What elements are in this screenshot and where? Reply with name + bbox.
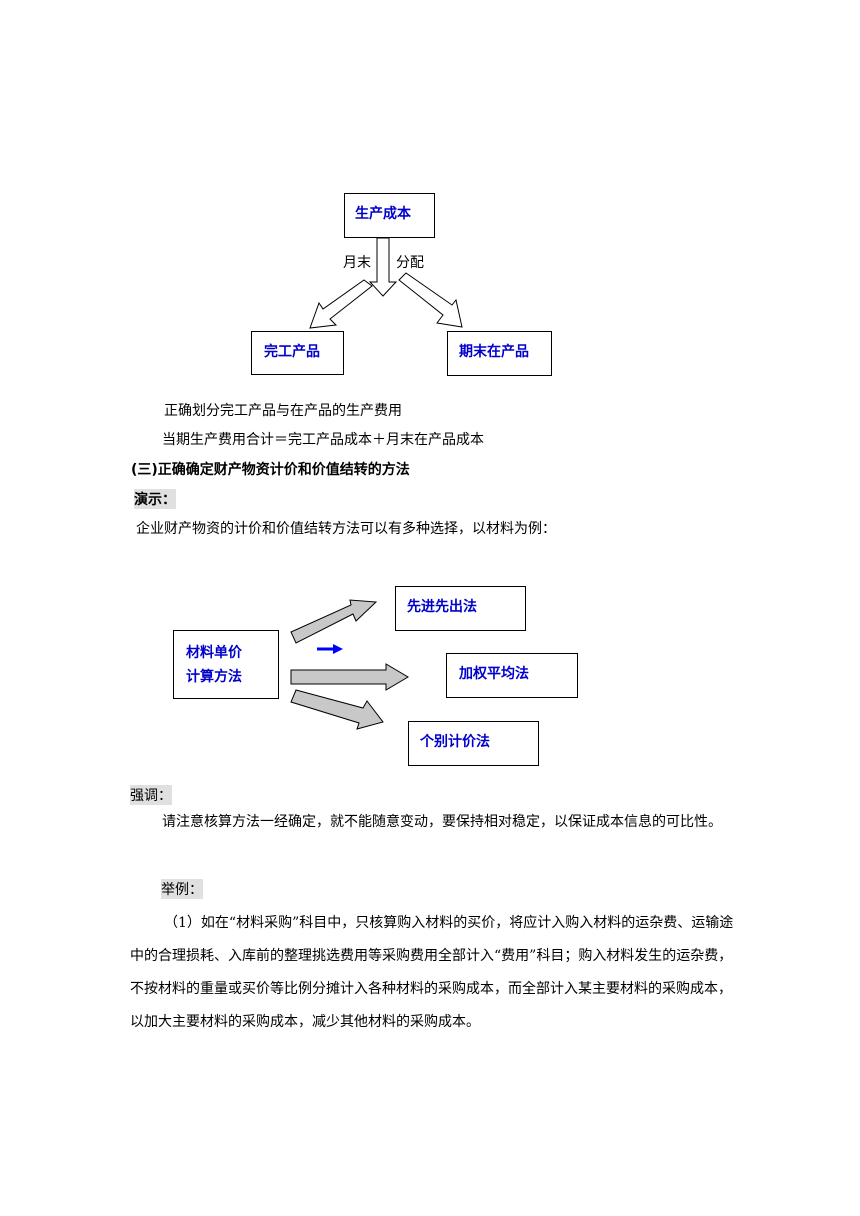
production-cost-label: 生产成本	[355, 206, 411, 222]
specific-identification-label: 个别计价法	[420, 734, 490, 750]
section-heading: (三)正确确定财产物资计价和价值结转的方法	[131, 462, 410, 478]
blue-arrow-head	[333, 644, 343, 654]
arrow-to-specific	[290, 689, 384, 730]
arrow-to-fifo	[290, 599, 378, 644]
down-arrow	[368, 237, 398, 297]
material-price-method-box: 材料单价 计算方法	[173, 630, 279, 699]
material-price-line2: 计算方法	[186, 669, 242, 685]
text-line-2: 当期生产费用合计＝完工产品成本＋月末在产品成本	[162, 432, 484, 448]
intro-text: 企业财产物资的计价和价值结转方法可以有多种选择，以材料为例：	[136, 521, 556, 537]
text-line-1: 正确划分完工产品与在产品的生产费用	[164, 403, 402, 419]
wip-box: 期末在产品	[447, 331, 552, 376]
specific-identification-box: 个别计价法	[408, 721, 539, 766]
allocation-label: 分配	[396, 255, 424, 271]
fifo-label: 先进先出法	[407, 599, 477, 615]
arrow-to-weighted	[290, 663, 409, 691]
emphasis-text: 请注意核算方法一经确定，就不能随意变动，要保持相对稳定，以保证成本信息的可比性。	[162, 814, 722, 830]
example-label: 举例：	[161, 879, 203, 899]
demo-label: 演示：	[134, 489, 176, 509]
example-text: （1）如在“材料采购”科目中，只核算购入材料的买价，将应计入购入材料的运杂费、运…	[130, 915, 734, 1030]
left-arrow	[309, 279, 373, 329]
month-end-label: 月末	[343, 255, 371, 271]
material-price-line1: 材料单价	[186, 645, 242, 661]
finished-goods-box: 完工产品	[251, 331, 344, 375]
right-arrow	[398, 272, 463, 328]
finished-goods-label: 完工产品	[264, 344, 320, 360]
emphasis-label: 强调：	[130, 785, 172, 805]
weighted-average-box: 加权平均法	[446, 653, 578, 698]
wip-label: 期末在产品	[459, 344, 529, 360]
production-cost-box: 生产成本	[344, 193, 435, 238]
weighted-average-label: 加权平均法	[459, 666, 529, 682]
fifo-box: 先进先出法	[395, 586, 526, 631]
